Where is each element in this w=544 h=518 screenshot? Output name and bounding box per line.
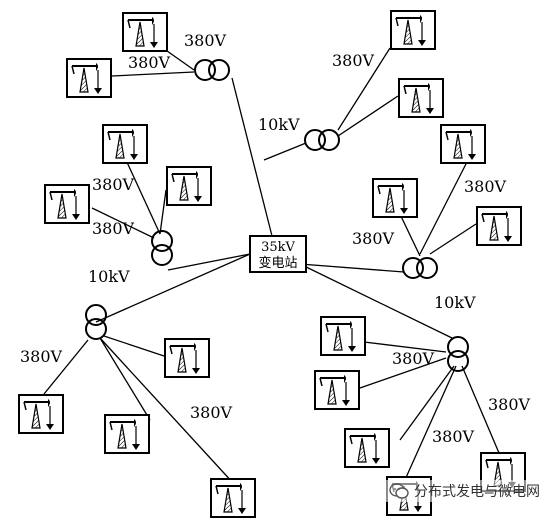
label-380v-8: 380V (20, 347, 63, 366)
pump-unit-10 (476, 206, 522, 246)
line-t7-p17 (399, 365, 455, 441)
label-10kv-1: 10kV (258, 115, 300, 134)
wechat-icon (389, 483, 409, 499)
label-380v-4: 380V (92, 175, 135, 194)
pump-unit-4 (398, 78, 444, 118)
line-t4-p9 (103, 335, 165, 357)
line-t2-p4 (337, 95, 399, 137)
watermark: 分布式发电与微电网 (386, 480, 542, 502)
pump-unit-3 (390, 10, 436, 50)
pump-unit-13 (104, 414, 150, 454)
label-380v-11: 380V (488, 395, 531, 414)
label-380v-2: 380V (128, 53, 171, 72)
feeder-lines (43, 45, 503, 485)
pump-unit-14 (210, 478, 256, 518)
label-380v-12: 380V (432, 427, 475, 446)
line-t4-p8 (43, 339, 89, 395)
label-380v-3: 380V (332, 51, 375, 70)
label-380v-9: 380V (392, 349, 435, 368)
line-t7-p19 (461, 365, 503, 461)
label-380v-10: 380V (190, 403, 233, 422)
line-t4-p11 (99, 337, 235, 485)
pump-unit-16 (314, 370, 360, 410)
pump-unit-9 (372, 178, 418, 218)
substation: 35kV 变电站 (249, 235, 307, 273)
line-t7-p15 (363, 341, 447, 353)
line-t6-p12 (419, 159, 469, 255)
pump-unit-2 (66, 58, 112, 98)
substation-voltage: 35kV (261, 240, 295, 255)
substation-label: 变电站 (258, 255, 297, 271)
line-sub-to-t4 (299, 263, 453, 339)
pump-unit-15 (320, 316, 366, 356)
line-t3-p6 (159, 189, 167, 235)
voltage-labels: 380V 380V 380V 10kV 380V 380V 380V 380V … (20, 31, 531, 446)
label-380v-6: 380V (464, 177, 507, 196)
pump-unit-11 (164, 338, 210, 378)
pump-unit-7 (44, 184, 90, 224)
pump-unit-5 (102, 124, 148, 164)
transformer-bottom-right (447, 336, 469, 372)
transformer-mid-left (151, 230, 173, 266)
label-380v-5: 380V (92, 219, 135, 238)
label-10kv-2: 10kV (88, 267, 130, 286)
line-t6-p14 (429, 223, 477, 255)
pump-unit-17 (344, 428, 390, 468)
line-t4-p10 (99, 337, 151, 421)
line-t7-p18 (403, 365, 457, 483)
pump-unit-6 (166, 166, 212, 206)
line-sub-to-t3 (95, 253, 251, 323)
line-t3-p7 (91, 207, 155, 239)
watermark-text: 分布式发电与微电网 (414, 484, 540, 500)
transformer-top-right (304, 129, 340, 151)
line-t1-p2 (111, 71, 195, 77)
line-sub-to-t2 (263, 142, 307, 161)
pump-unit-12 (18, 394, 64, 434)
line-t5-to-t6 (299, 263, 405, 273)
line-t2-p3 (337, 47, 391, 131)
line-sub-to-t1 (231, 77, 273, 237)
line-t3-p5 (125, 159, 161, 235)
label-380v-7: 380V (352, 229, 395, 248)
transformer-mid-right (402, 257, 438, 279)
line-t7-p16 (359, 357, 447, 389)
pump-unit-1 (122, 12, 168, 52)
substation-box (249, 235, 307, 273)
transformer-top-left (194, 59, 230, 81)
pump-unit-8 (440, 124, 486, 164)
line-t1-to-t5 (167, 253, 251, 271)
label-380v-1: 380V (184, 31, 227, 50)
label-10kv-3: 10kV (434, 293, 476, 312)
